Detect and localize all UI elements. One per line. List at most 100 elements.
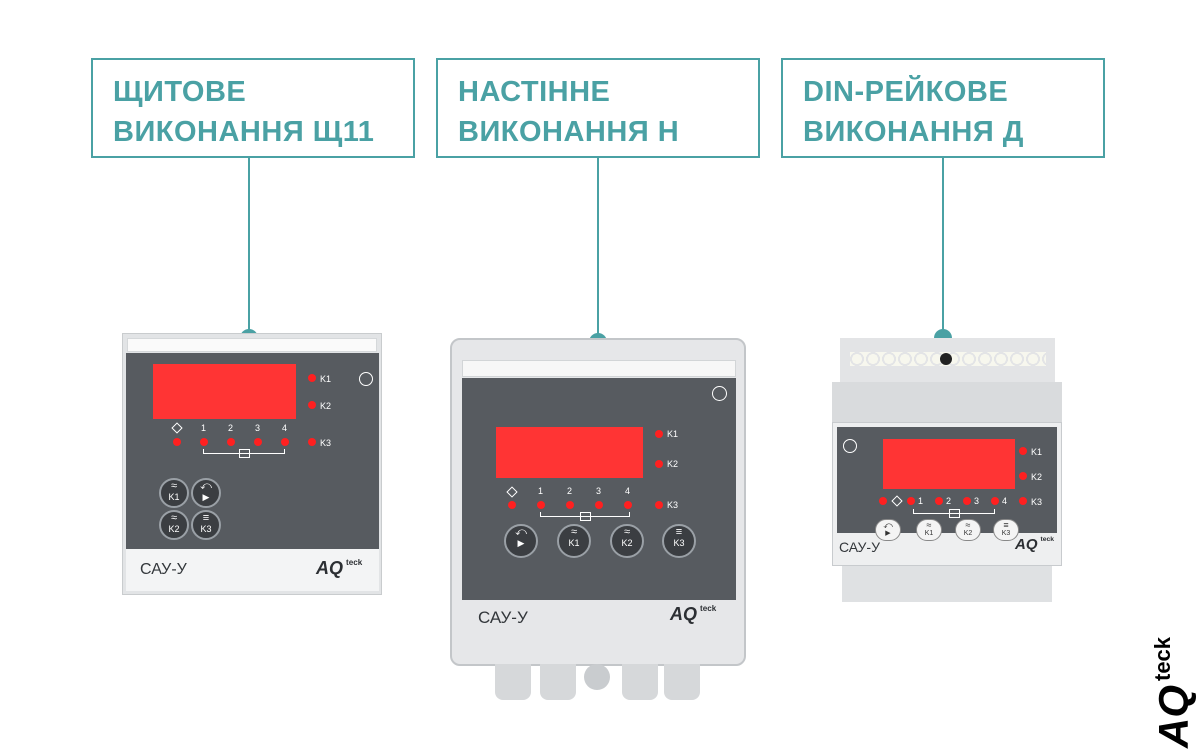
din-lower-housing: [842, 566, 1052, 602]
cable-gland: [664, 664, 700, 700]
enter-icon: [580, 512, 591, 521]
relay-led-k3: [1019, 497, 1027, 505]
channel-label-4: 4: [282, 423, 288, 433]
relay-led-k3: [308, 438, 316, 446]
channel-label-4: 4: [1002, 496, 1008, 506]
model-name: САУ-У: [140, 561, 187, 578]
relay-label-k3: K3: [1031, 497, 1043, 507]
channel-led-2: [227, 438, 235, 446]
menu-k3-button[interactable]: ≡K3: [191, 510, 221, 540]
enter-icon: [949, 509, 960, 518]
wall-device: K1 K2 K3 1 2 3 4 ⤺▶ ≈K1 ≈K2 ≡K3 САУ-У AQ…: [450, 338, 746, 666]
ground-screw: [584, 664, 610, 690]
relay-led-k1: [1019, 447, 1027, 455]
menu-k3-button[interactable]: ≡K3: [662, 524, 696, 558]
channel-label-2: 2: [946, 496, 952, 506]
down-k2-button[interactable]: ≈K2: [955, 519, 981, 541]
power-icon: [891, 495, 903, 507]
cable-gland: [622, 664, 658, 700]
relay-label-k2: K2: [1031, 472, 1043, 482]
back-play-button[interactable]: ⤺▶: [191, 478, 221, 508]
channel-led-2: [935, 497, 943, 505]
label-line1: ЩИТОВЕ: [113, 76, 247, 108]
device-top-strip: [127, 338, 377, 352]
relay-label-k2: K2: [667, 459, 679, 469]
label-line1: DIN-РЕЙКОВЕ: [803, 76, 1009, 108]
up-k1-button[interactable]: ≈K1: [159, 478, 189, 508]
channel-label-3: 3: [974, 496, 980, 506]
label-line1: НАСТІННЕ: [458, 76, 611, 108]
relay-led-k2: [1019, 472, 1027, 480]
red-display: [153, 364, 296, 419]
power-icon: [171, 422, 183, 434]
channel-led-4: [281, 438, 289, 446]
cable-gland: [540, 664, 576, 700]
power-led: [508, 501, 516, 509]
channel-label-3: 3: [255, 423, 261, 433]
channel-led-1: [537, 501, 545, 509]
connector-line: [248, 158, 250, 338]
channel-label-1: 1: [538, 486, 544, 496]
power-led: [879, 497, 887, 505]
corner-brand-logo: AQteck: [1150, 636, 1197, 748]
channel-bracket: [540, 512, 630, 517]
cable-gland: [495, 664, 531, 700]
up-k1-button[interactable]: ≈K1: [557, 524, 591, 558]
wall-mount-label: НАСТІННЕ ВИКОНАННЯ Н: [436, 58, 760, 158]
device-front-panel: K1 K2 K3 1 2 3 4 ≈K1 ⤺▶ ≈K2 ≡K3: [126, 353, 379, 549]
relay-label-k1: K1: [320, 374, 332, 384]
device-front-panel: K1 K2 K3 1 2 3 4 ⤺▶ ≈K1 ≈K2 ≡K3: [462, 378, 736, 600]
panel-mount-label: ЩИТОВЕ ВИКОНАННЯ Щ11: [91, 58, 415, 158]
back-play-button[interactable]: ⤺▶: [875, 519, 901, 541]
relay-led-k2: [655, 460, 663, 468]
connector-line: [597, 158, 599, 341]
channel-label-4: 4: [625, 486, 631, 496]
channel-led-1: [907, 497, 915, 505]
power-led: [173, 438, 181, 446]
model-name: САУ-У: [839, 539, 880, 555]
relay-label-k1: K1: [667, 429, 679, 439]
relay-led-k1: [655, 430, 663, 438]
channel-led-3: [595, 501, 603, 509]
channel-led-4: [991, 497, 999, 505]
back-play-button[interactable]: ⤺▶: [504, 524, 538, 558]
din-upper-housing: [832, 382, 1062, 422]
red-display: [496, 427, 643, 478]
relay-label-k3: K3: [320, 438, 332, 448]
relay-led-k3: [655, 501, 663, 509]
certification-icon: [359, 372, 373, 386]
power-icon: [506, 486, 518, 498]
connector-line: [942, 158, 944, 338]
channel-label-3: 3: [596, 486, 602, 496]
channel-led-3: [254, 438, 262, 446]
relay-led-k2: [308, 401, 316, 409]
up-k1-button[interactable]: ≈K1: [916, 519, 942, 541]
channel-led-4: [624, 501, 632, 509]
din-device: K1 K2 K3 1 2 3 4 ⤺▶ ≈K1 ≈K2 ≡K3 САУ-У AQ…: [832, 422, 1062, 566]
relay-label-k2: K2: [320, 401, 332, 411]
label-line2: ВИКОНАННЯ Щ11: [113, 116, 375, 148]
channel-led-3: [963, 497, 971, 505]
relay-led-k1: [308, 374, 316, 382]
menu-k3-button[interactable]: ≡K3: [993, 519, 1019, 541]
label-line2: ВИКОНАННЯ Д: [803, 116, 1024, 148]
model-name: САУ-У: [478, 608, 528, 627]
status-indicator: [940, 353, 952, 365]
red-display: [883, 439, 1015, 489]
down-k2-button[interactable]: ≈K2: [159, 510, 189, 540]
channel-label-2: 2: [567, 486, 573, 496]
down-k2-button[interactable]: ≈K2: [610, 524, 644, 558]
channel-bracket: [203, 449, 285, 454]
channel-led-1: [200, 438, 208, 446]
channel-led-2: [566, 501, 574, 509]
certification-icon: [843, 439, 857, 453]
device-top-strip: [462, 360, 736, 377]
certification-icon: [712, 386, 727, 401]
device-front-panel: K1 K2 K3 1 2 3 4: [837, 427, 1057, 533]
enter-icon: [239, 449, 250, 458]
channel-bracket: [913, 509, 995, 514]
relay-label-k1: K1: [1031, 447, 1043, 457]
